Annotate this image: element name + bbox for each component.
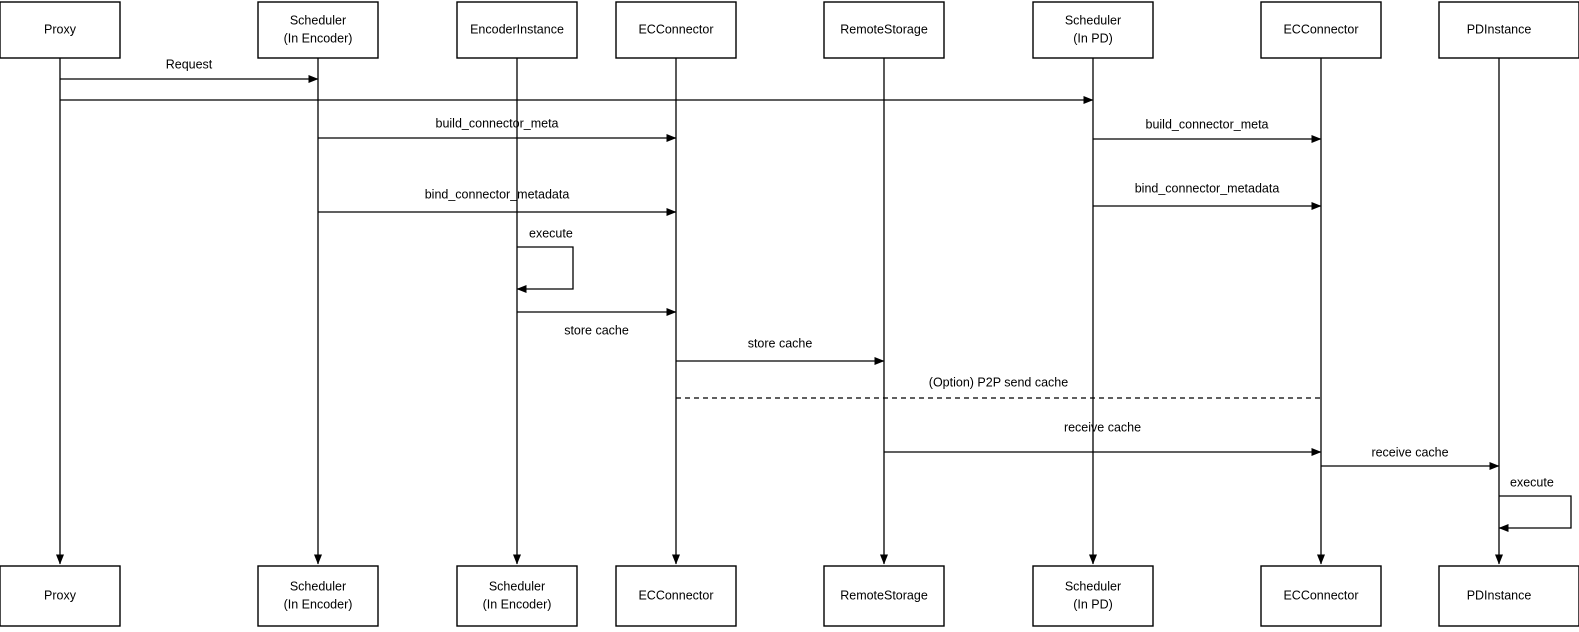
participant-label-sub: (In Encoder)	[284, 597, 353, 611]
participant-label-main: RemoteStorage	[840, 588, 928, 602]
participant-box-bottom-proxy[interactable]: Proxy	[0, 565, 121, 627]
participant-label-main: ECConnector	[1283, 22, 1358, 36]
participant-label-main: RemoteStorage	[840, 22, 928, 36]
participant-label-main: ECConnector	[638, 588, 713, 602]
participant-box-bottom-sched_enc[interactable]: Scheduler (In Encoder)	[257, 565, 379, 627]
participant-box-top-proxy[interactable]: Proxy	[0, 1, 121, 59]
participant-label-sub: (In Encoder)	[483, 597, 552, 611]
message-m9[interactable]: (Option) P2P send cache	[676, 375, 1321, 399]
self-message-path-s2	[1498, 495, 1572, 532]
participant-box-bottom-ecconn_right[interactable]: ECConnector	[1260, 565, 1382, 627]
participant-label-sub: (In Encoder)	[284, 31, 353, 45]
participant-label-main: Scheduler	[290, 579, 346, 593]
message-label-m6: bind_connector_metadata	[1135, 181, 1280, 195]
participant-label-main: Scheduler	[1065, 579, 1121, 593]
message-m5[interactable]: bind_connector_metadata	[318, 187, 677, 216]
participant-box-bottom-remote_storage[interactable]: RemoteStorage	[823, 565, 945, 627]
message-m3[interactable]: build_connector_meta	[318, 116, 677, 142]
message-label-m9: (Option) P2P send cache	[929, 375, 1068, 389]
message-label-m11: receive cache	[1371, 445, 1448, 459]
participant-label-main: Proxy	[44, 22, 77, 36]
participant-boxes-top: Proxy Scheduler (In Encoder) EncoderInstanc…	[0, 1, 1579, 59]
participant-box-top-encoder_inst[interactable]: EncoderInstance	[456, 1, 578, 59]
message-m8[interactable]: store cache	[676, 336, 885, 365]
participant-box-bottom-encoder_inst[interactable]: Scheduler (In Encoder)	[456, 565, 578, 627]
message-label-m4: build_connector_meta	[1146, 117, 1269, 131]
participant-label-main: PDInstance	[1467, 22, 1532, 36]
self-message-label-s2: execute	[1510, 475, 1554, 489]
message-m11[interactable]: receive cache	[1321, 445, 1500, 470]
participant-box-bottom-pd_instance[interactable]: PDInstance	[1438, 565, 1579, 627]
message-label-m5: bind_connector_metadata	[425, 187, 570, 201]
self-messages-layer: execute execute	[516, 226, 1572, 532]
participant-label-main: Scheduler	[1065, 13, 1121, 27]
participant-label-main: Scheduler	[489, 579, 545, 593]
message-m10[interactable]: receive cache	[884, 420, 1322, 456]
message-label-m3: build_connector_meta	[436, 116, 559, 130]
participant-box-top-remote_storage[interactable]: RemoteStorage	[823, 1, 945, 59]
participant-label-sub: (In PD)	[1073, 597, 1113, 611]
self-message-path-s1	[516, 246, 574, 293]
message-m7[interactable]: store cache	[517, 308, 677, 337]
participant-box-bottom-ecconn_left[interactable]: ECConnector	[615, 565, 737, 627]
participant-box-top-ecconn_left[interactable]: ECConnector	[615, 1, 737, 59]
participant-box-top-pd_instance[interactable]: PDInstance	[1438, 1, 1579, 59]
message-m1[interactable]: Request	[60, 57, 319, 83]
participant-label-main: ECConnector	[638, 22, 713, 36]
self-message-s2[interactable]: execute	[1498, 475, 1572, 532]
participant-box-bottom-sched_pd[interactable]: Scheduler (In PD)	[1032, 565, 1154, 627]
self-message-label-s1: execute	[529, 226, 573, 240]
participant-box-top-ecconn_right[interactable]: ECConnector	[1260, 1, 1382, 59]
participant-box-top-sched_pd[interactable]: Scheduler (In PD)	[1032, 1, 1154, 59]
message-m4[interactable]: build_connector_meta	[1093, 117, 1322, 143]
message-m6[interactable]: bind_connector_metadata	[1093, 181, 1322, 210]
messages-layer: Request build_connector_meta build_connect…	[60, 57, 1500, 470]
lifelines-layer	[56, 58, 1503, 565]
self-message-s1[interactable]: execute	[516, 226, 574, 293]
participant-label-main: Scheduler	[290, 13, 346, 27]
participant-label-main: PDInstance	[1467, 588, 1532, 602]
participant-boxes-bottom: Proxy Scheduler (In Encoder) Scheduler (In E…	[0, 565, 1579, 627]
participant-box-top-sched_enc[interactable]: Scheduler (In Encoder)	[257, 1, 379, 59]
message-label-m7: store cache	[564, 323, 629, 337]
participant-label-main: Proxy	[44, 588, 77, 602]
participant-label-main: EncoderInstance	[470, 22, 564, 36]
participant-label-main: ECConnector	[1283, 588, 1358, 602]
message-label-m1: Request	[166, 57, 213, 71]
participant-label-sub: (In PD)	[1073, 31, 1113, 45]
message-label-m8: store cache	[748, 336, 813, 350]
message-label-m10: receive cache	[1064, 420, 1141, 434]
